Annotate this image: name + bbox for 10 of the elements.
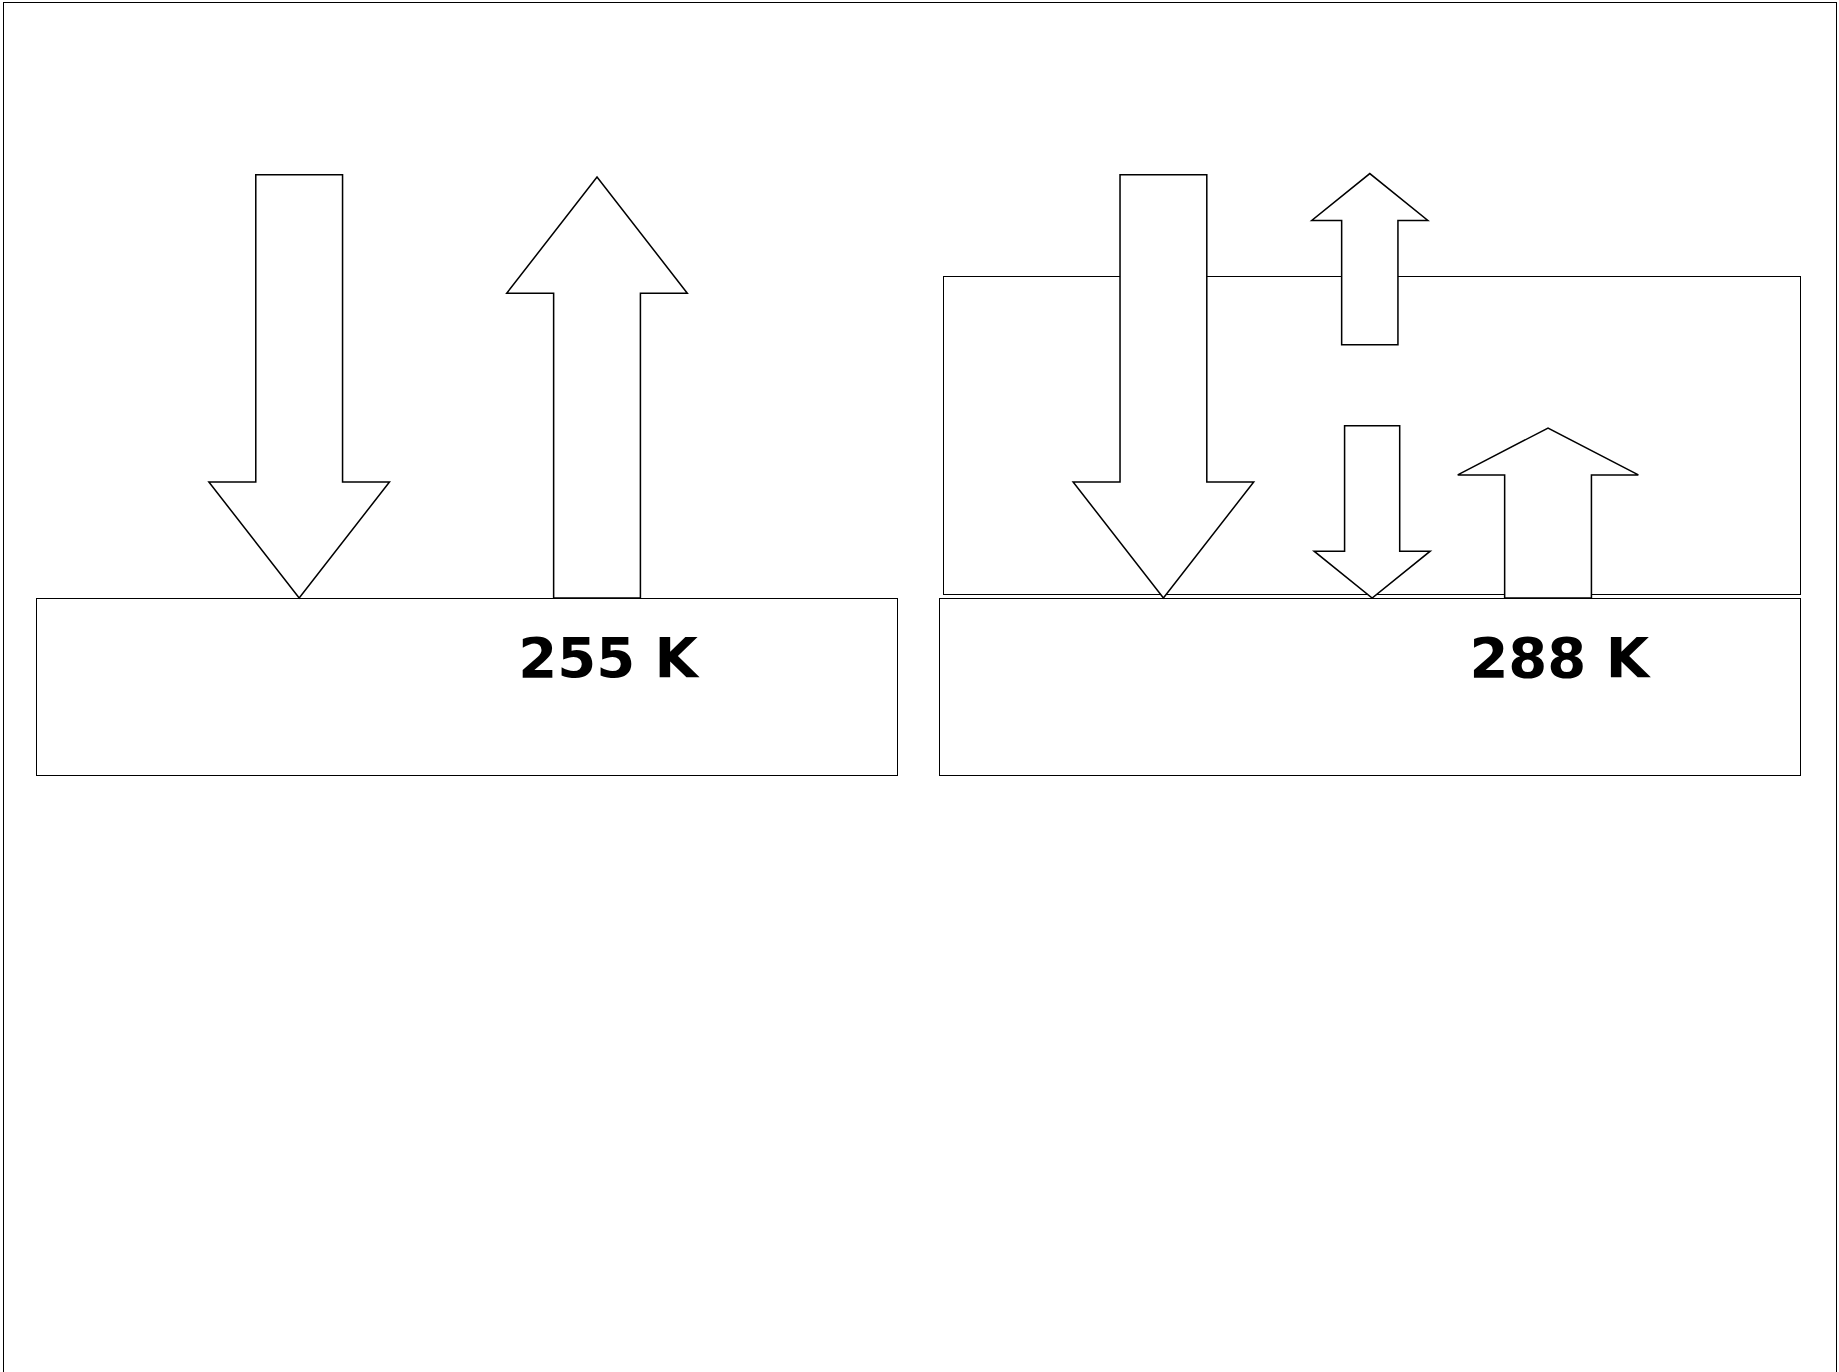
radiation-arrow <box>1457 427 1640 599</box>
ground-block <box>36 598 899 777</box>
radiation-arrow <box>1311 424 1433 600</box>
temperature-label: 255 K <box>518 629 698 686</box>
radiation-arrow <box>1309 172 1430 346</box>
radiation-arrow <box>505 175 689 599</box>
ground-block <box>939 598 1802 777</box>
radiation-arrow <box>1071 173 1256 600</box>
radiation-arrow <box>207 173 391 600</box>
temperature-label: 288 K <box>1469 629 1650 686</box>
